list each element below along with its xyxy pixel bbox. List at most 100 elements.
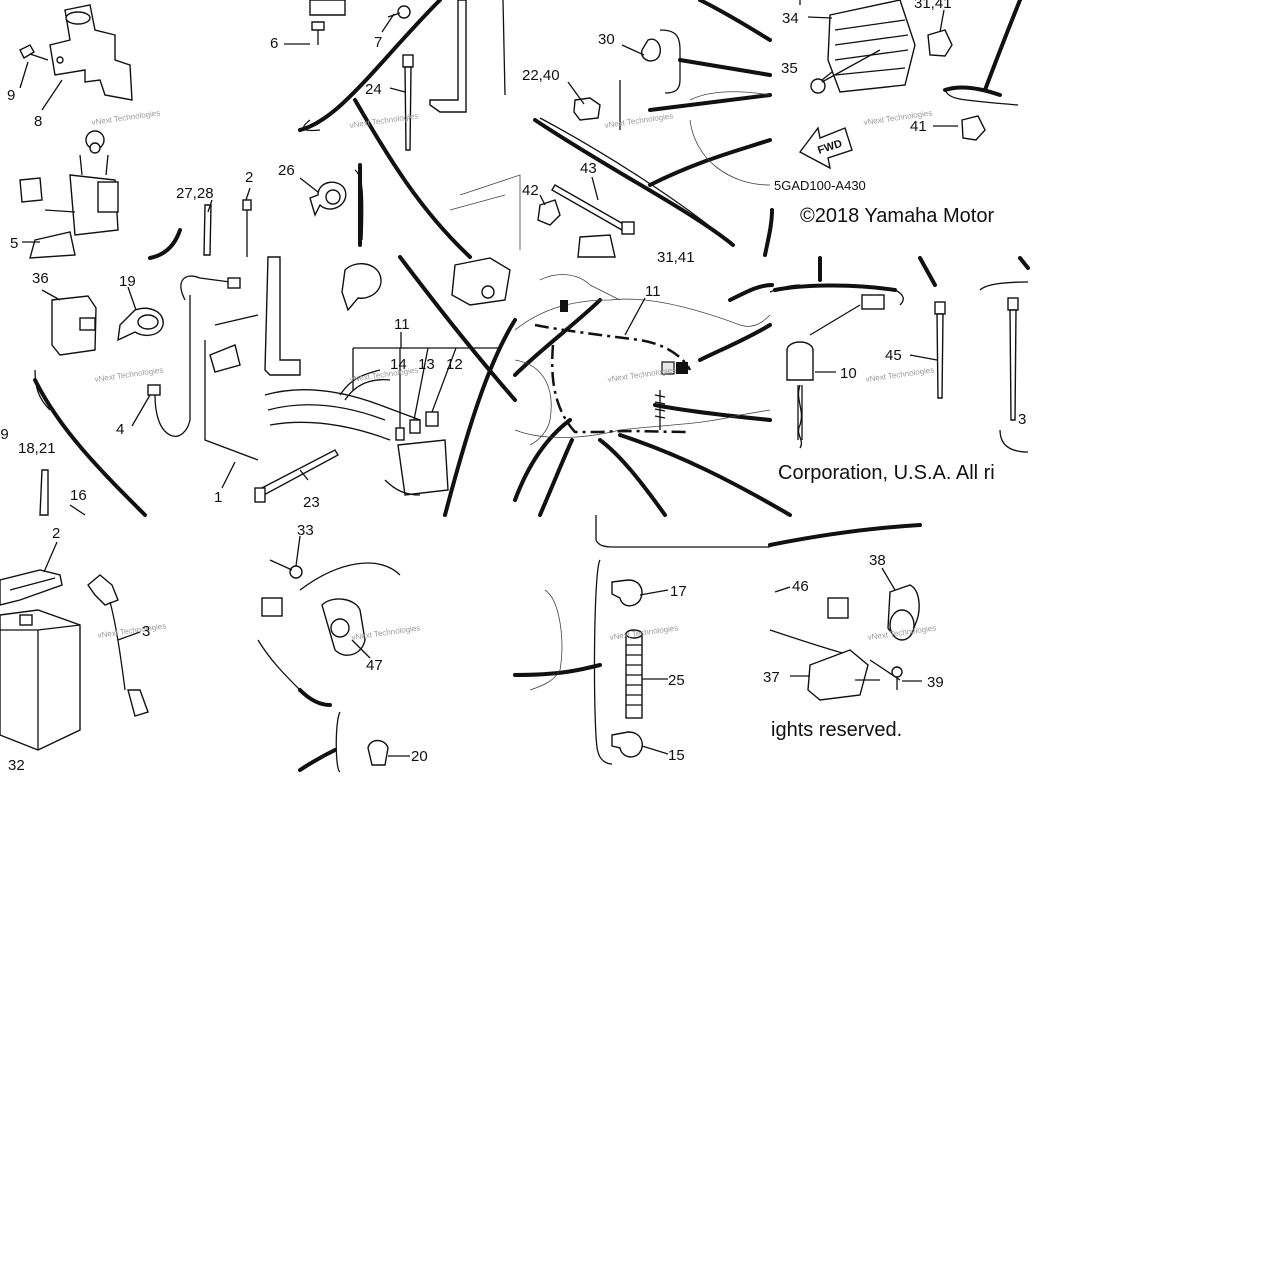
cable-tie-right-edge (1007, 297, 1019, 421)
label-35: 35 (781, 60, 798, 77)
watermark-text: vNext Technologies (604, 111, 674, 130)
clamp-part-26 (309, 181, 347, 217)
label-6: 6 (270, 35, 278, 52)
label-41: 41 (910, 118, 927, 135)
label-2-bottom: 2 (52, 525, 60, 542)
tie-part-2-top (242, 199, 252, 257)
sensor-part-37 (807, 649, 901, 701)
battery-box-part-1 (204, 314, 259, 461)
label-13: 13 (418, 356, 435, 373)
watermark-text: vNext Technologies (865, 365, 935, 384)
fuse-part-13 (409, 419, 421, 434)
label-25: 25 (668, 672, 685, 689)
label-37: 37 (763, 669, 780, 686)
callout-boxes (34, 0, 1029, 773)
rectifier-part-34 (827, 0, 916, 93)
fuse-part-14 (395, 427, 405, 441)
label-23: 23 (303, 494, 320, 511)
label-27-28: 27,28 (176, 185, 214, 202)
fwd-arrow-icon (798, 126, 853, 170)
label-2-top: 2 (245, 169, 253, 186)
label-30: 30 (598, 31, 615, 48)
label-46: 46 (792, 578, 809, 595)
relay-part-36 (51, 295, 97, 356)
strap-part-2-bottom (0, 569, 63, 606)
battery-lead-part-3 (87, 574, 149, 717)
label-34: 34 (782, 10, 799, 27)
cable-tie-part-43 (551, 184, 635, 258)
clip-part-31-41-center (341, 263, 382, 312)
label-42: 42 (522, 182, 539, 199)
label-31-41-center: 31,41 (657, 249, 695, 266)
cable-tie-part-45 (934, 301, 946, 399)
label-16: 16 (70, 487, 87, 504)
label-33: 33 (297, 522, 314, 539)
label-32: 32 (8, 757, 25, 774)
watermark-text: vNext Technologies (609, 623, 679, 642)
watermark-text: vNext Technologies (97, 621, 167, 640)
clip-part-31-41-top (927, 29, 953, 57)
label-24: 24 (365, 81, 382, 98)
wiring-harness (534, 300, 692, 434)
clamp-part-17 (611, 579, 643, 607)
label-43: 43 (580, 160, 597, 177)
sensor-part-47 (261, 562, 401, 656)
clip-part-30 (641, 38, 662, 62)
cap-part-38 (887, 584, 920, 641)
label-8: 8 (34, 113, 42, 130)
watermark-text: vNext Technologies (94, 365, 164, 384)
label-36: 36 (32, 270, 49, 287)
switch-part-10 (786, 294, 885, 449)
watermark-text: vNext Technologies (349, 365, 419, 384)
sleeve-part-25 (625, 629, 643, 719)
clip-part-22-40 (573, 97, 601, 121)
label-7: 7 (374, 34, 382, 51)
copyright-line-3: ights reserved. (771, 719, 902, 741)
cable-tie-long-top (429, 0, 506, 113)
label-1: 1 (214, 489, 222, 506)
tie-part-18-21 (39, 469, 49, 516)
label-19: 19 (119, 273, 136, 290)
tie-part-27-28 (203, 204, 212, 256)
label-3-right: 3 (1018, 411, 1026, 428)
copyright-line-2: Corporation, U.S.A. All ri (778, 462, 995, 484)
label-5: 5 (10, 235, 18, 252)
cable-tie-part-23 (254, 449, 339, 503)
clip-part-42 (537, 199, 561, 226)
bolt-part-33 (269, 559, 303, 579)
clamp-part-15 (611, 731, 643, 758)
connector-center-top (451, 257, 511, 306)
label-12: 12 (446, 356, 463, 373)
wire-lead-part-4 (147, 275, 241, 437)
battery-part-32 (0, 609, 81, 751)
callout-boundaries (33, 0, 1030, 772)
clamp-part-19 (117, 307, 164, 342)
diagram-code: 5GAD100-A430 (774, 178, 866, 193)
label-18-21: 18,21 (18, 440, 56, 457)
label-11-left: 11 (394, 316, 410, 333)
wire-part-46 (769, 597, 851, 656)
label-10: 10 (840, 365, 857, 382)
label-47: 47 (366, 657, 383, 674)
label-11-center: 11 (645, 283, 661, 300)
screw-part-7 (387, 5, 411, 19)
label-45: 45 (885, 347, 902, 364)
label-39: 39 (927, 674, 944, 691)
label-22-40: 22,40 (522, 67, 560, 84)
ignition-switch-part-5 (19, 130, 119, 259)
label-20: 20 (411, 748, 428, 765)
label-38: 38 (869, 552, 886, 569)
harness-bundle-part-11 (264, 256, 449, 496)
part-labels: 6 7 9 8 24 30 22,40 34 31,41 35 41 5GAD1… (0, 0, 1026, 774)
label-17: 17 (670, 583, 687, 600)
screw-part-6 (309, 0, 346, 45)
clip-part-20 (367, 739, 389, 766)
watermark-text: vNext Technologies (607, 365, 677, 384)
blank-margin-bottom (0, 772, 1285, 1285)
label-29: 29 (0, 426, 9, 443)
label-31-41-top: 31,41 (914, 0, 952, 12)
screw-part-39 (891, 666, 903, 690)
bolt-part-35 (810, 49, 881, 94)
label-14: 14 (390, 356, 407, 373)
